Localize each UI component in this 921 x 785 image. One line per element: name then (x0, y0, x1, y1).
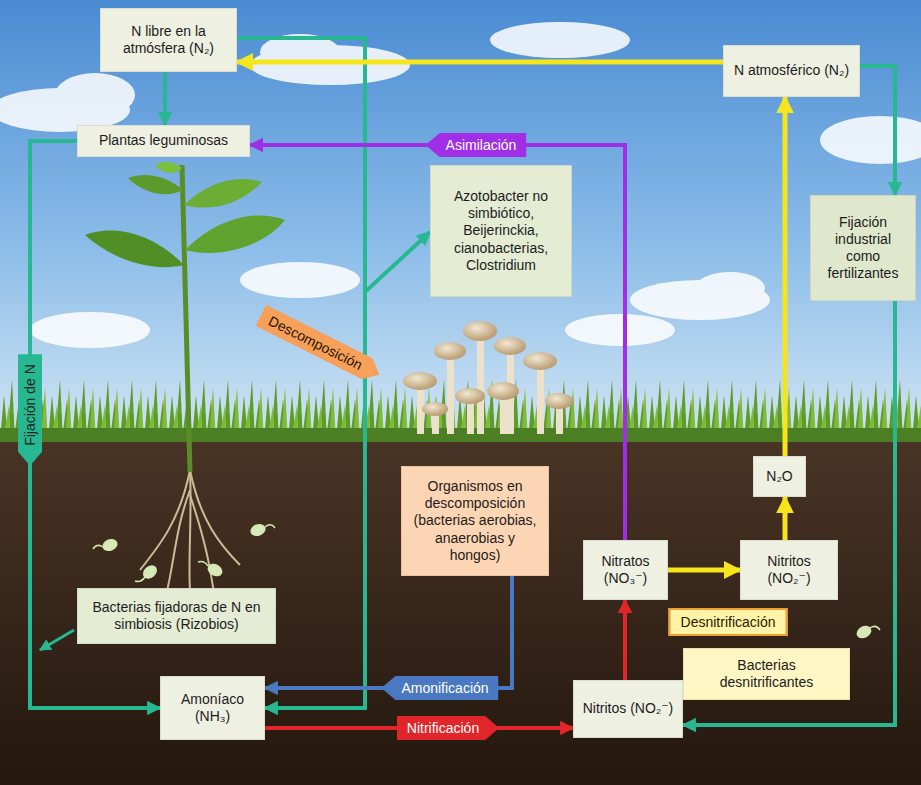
process-label: Desnitrificación (669, 608, 788, 636)
cycle-arrow (683, 301, 895, 725)
process-label: Asimilación (426, 133, 527, 157)
compound-box: Nitritos (NO₂⁻) (573, 680, 683, 738)
node-text: N atmosférico (N₂) (730, 62, 853, 79)
process-label: Amonificación (381, 676, 498, 700)
industry-box: Fijación industrial como fertilizantes (810, 195, 916, 301)
node-text: N libre en la atmósfera (N₂) (107, 23, 230, 57)
compound-box: Nitritos (NO₂⁻) (740, 540, 838, 600)
node-text: Organismos en descomposición (bacterias … (408, 478, 542, 563)
soil (0, 430, 921, 785)
compound-box: Nitratos (NO₃⁻) (583, 540, 668, 600)
node-text: N₂O (760, 468, 799, 485)
cycle-arrow (237, 60, 723, 65)
cycle-arrow (623, 600, 627, 680)
cycle-arrow (783, 97, 788, 456)
bacteria-box: Bacterias desnitrificantes (683, 648, 850, 700)
cycle-arrow (237, 38, 430, 292)
rhizobia-box: Bacterias fijadoras de N en simbiosis (R… (77, 588, 276, 644)
node-text: Bacterias fijadoras de N en simbiosis (R… (84, 599, 269, 633)
free-fixer-box: Azotobacter no simbiótico, Beijerinckia,… (430, 165, 572, 297)
process-label: Descomposición (255, 305, 384, 386)
cycle-arrow (163, 72, 167, 125)
compound-box: Amoníaco (NH₃) (160, 676, 265, 740)
atmosphere-box: N atmosférico (N₂) (723, 45, 860, 97)
node-text: Nitratos (NO₃⁻) (590, 553, 661, 587)
cycle-arrow (783, 497, 788, 540)
compound-box: N₂O (753, 456, 806, 497)
node-text: Azotobacter no simbiótico, Beijerinckia,… (437, 188, 565, 273)
cycle-arrow (860, 66, 895, 195)
node-text: Nitritos (NO₂⁻) (580, 700, 676, 717)
node-text: Bacterias desnitrificantes (690, 657, 843, 691)
cycle-arrow (265, 576, 512, 688)
process-label: Fijación de N (18, 354, 42, 466)
node-text: Plantas leguminosas (84, 132, 243, 149)
node-text: Amoníaco (NH₃) (167, 691, 258, 725)
cycle-arrow (668, 568, 740, 573)
atmosphere-box: N libre en la atmósfera (N₂) (100, 8, 237, 72)
node-text: Fijación industrial como fertilizantes (817, 214, 909, 282)
mushrooms (403, 321, 573, 434)
process-label: Nitrificación (397, 716, 499, 740)
plant (85, 162, 285, 600)
node-text: Nitritos (NO₂⁻) (747, 553, 831, 587)
decomposer-box: Organismos en descomposición (bacterias … (401, 466, 549, 576)
plant-box: Plantas leguminosas (77, 125, 250, 157)
leader-arrow (40, 630, 74, 650)
